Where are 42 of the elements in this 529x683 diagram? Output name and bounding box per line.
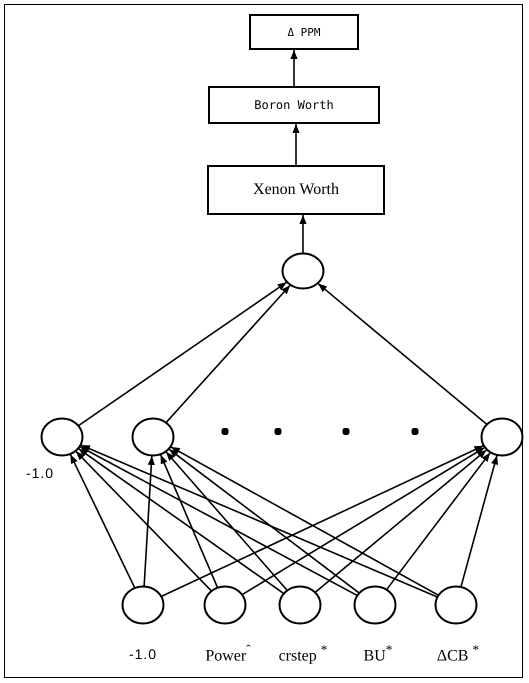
box-label: Xenon Worth	[253, 181, 339, 199]
arrow	[290, 50, 298, 86]
box-label: Boron Worth	[254, 98, 334, 112]
input-label: crstep $^{*}$	[278, 642, 328, 666]
arrow	[318, 282, 488, 425]
layer-box	[249, 14, 359, 50]
input-label: BU$^{*}$	[364, 642, 392, 666]
arrow	[299, 215, 307, 253]
arrow	[166, 284, 291, 423]
neuron-circle	[40, 417, 84, 457]
neuron-circle	[480, 417, 524, 457]
box-label: Δ PPM	[287, 26, 321, 38]
arrow	[386, 452, 491, 590]
arrow	[242, 446, 485, 596]
neuron-circle	[131, 417, 175, 457]
neuron-circle	[121, 585, 165, 625]
arrow	[161, 445, 484, 597]
arrow	[460, 455, 498, 587]
arrow	[75, 450, 212, 592]
arrow	[292, 124, 300, 165]
arrow	[80, 446, 358, 596]
arrow	[78, 282, 288, 426]
arrow	[143, 456, 155, 586]
neuron-circle	[203, 585, 247, 625]
neuron-circle	[281, 252, 325, 290]
arrow	[165, 451, 288, 591]
arrow	[168, 448, 360, 594]
arrow	[70, 454, 136, 588]
arrow	[314, 449, 488, 593]
neuron-circle	[353, 585, 397, 625]
input-label: -1.0	[26, 465, 54, 481]
arrow	[170, 446, 438, 596]
layer-box	[207, 165, 385, 215]
input-label: Power$^{ˆ}$	[205, 642, 251, 666]
input-label: -1.0	[128, 646, 158, 662]
arrow	[78, 448, 284, 594]
neuron-circle	[434, 585, 478, 625]
arrow	[80, 444, 438, 598]
layer-box	[208, 86, 380, 124]
arrow	[160, 454, 218, 588]
neuron-circle	[278, 585, 322, 625]
input-label: ΔCB $^{*}$	[436, 642, 480, 666]
